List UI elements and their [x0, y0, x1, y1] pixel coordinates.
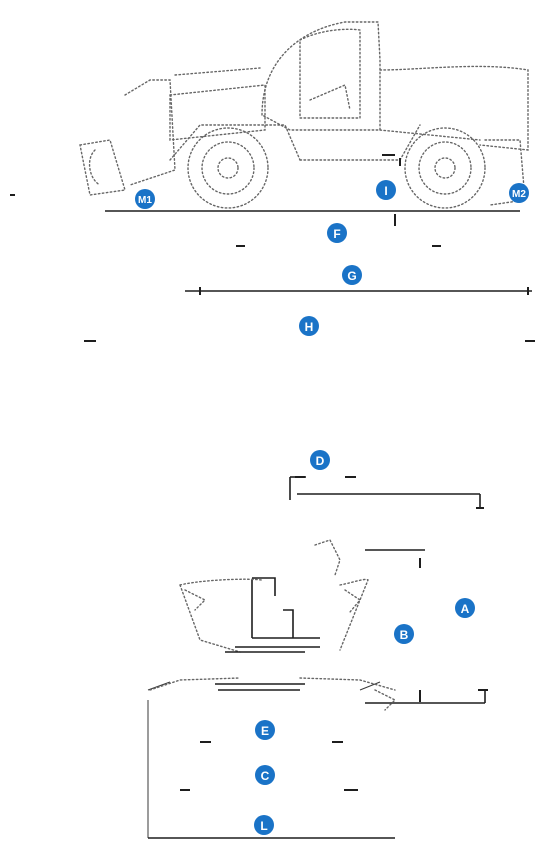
badge-b-label: B — [400, 628, 409, 642]
badge-e-label: E — [261, 724, 269, 738]
badge-c-label: C — [261, 769, 270, 783]
badge-m2-label: M2 — [512, 189, 526, 200]
badge-f: F — [327, 223, 347, 243]
badge-i: I — [376, 180, 396, 200]
side-view-telehandler — [79, 21, 529, 209]
badge-h: H — [299, 316, 319, 336]
badge-d: D — [310, 450, 330, 470]
badge-b: B — [394, 624, 414, 644]
badge-h-label: H — [305, 320, 314, 334]
side-dimension-lines — [10, 154, 535, 342]
badge-a-label: A — [461, 602, 470, 616]
front-view-telehandler — [147, 476, 488, 839]
badge-g: G — [342, 265, 362, 285]
badge-a: A — [455, 598, 475, 618]
badge-c: C — [255, 765, 275, 785]
badge-e: E — [255, 720, 275, 740]
badge-i-label: I — [384, 184, 387, 198]
badge-m1-label: M1 — [138, 195, 152, 206]
rear-wheel — [404, 127, 486, 209]
badge-l: L — [254, 815, 274, 835]
badge-l-label: L — [260, 819, 267, 833]
badge-g-label: G — [347, 269, 356, 283]
badge-d-label: D — [316, 454, 325, 468]
badge-f-label: F — [333, 227, 340, 241]
badge-m2: M2 — [509, 183, 529, 203]
badge-m1: M1 — [135, 189, 155, 209]
front-wheel — [187, 127, 269, 209]
